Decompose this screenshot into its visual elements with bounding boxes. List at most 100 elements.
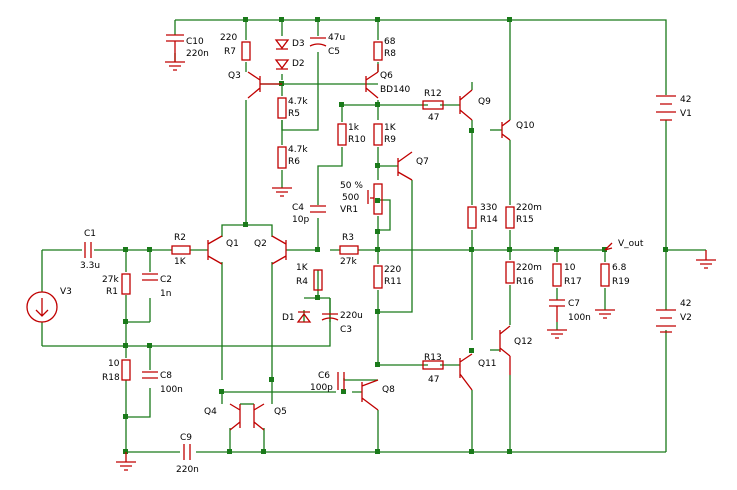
- r17-resistor: [552, 263, 562, 287]
- label-q10-ref: Q10: [516, 121, 535, 131]
- label-r19-val: 6.8: [612, 263, 627, 273]
- label-r18-val: 10: [108, 359, 120, 369]
- label-r5-ref: R5: [288, 109, 300, 119]
- label-q1-ref: Q1: [226, 239, 239, 249]
- r18-resistor: [121, 359, 131, 381]
- r8-resistor: [373, 41, 383, 61]
- label-c4-val: 10p: [292, 215, 309, 225]
- label-r12-val: 47: [428, 113, 439, 123]
- label-r9-ref: R9: [384, 135, 396, 145]
- r14-resistor: [467, 206, 477, 229]
- label-r16-ref: R16: [516, 277, 534, 287]
- label-r3-ref: R3: [342, 233, 354, 243]
- r12-resistor: [422, 100, 444, 110]
- c10-capacitor: [165, 34, 185, 71]
- ground-r19: [595, 309, 615, 319]
- label-r19-ref: R19: [612, 277, 630, 287]
- q2-transistor: [271, 235, 287, 265]
- r2-resistor: [171, 245, 191, 255]
- r11-resistor: [373, 265, 383, 289]
- c8-capacitor: [142, 371, 158, 379]
- label-c3-ref: C3: [340, 325, 352, 335]
- label-vout: V_out: [618, 239, 644, 249]
- label-r13-ref: R13: [424, 353, 442, 363]
- ground-main: [696, 250, 716, 269]
- label-r8-val: 68: [384, 37, 396, 47]
- q6-transistor: [365, 64, 379, 99]
- q8-transistor: [361, 379, 379, 411]
- r15-resistor: [505, 206, 515, 229]
- c5-capacitor: [309, 37, 327, 47]
- label-r14-ref: R14: [480, 215, 498, 225]
- ground-input: [116, 452, 136, 471]
- label-c5-val: 47u: [328, 33, 345, 43]
- junctions: [123, 17, 668, 454]
- label-vr1-setting: 50 %: [340, 181, 363, 191]
- label-c6-ref: C6: [318, 371, 330, 381]
- vout-marker: [604, 242, 613, 251]
- label-q4-ref: Q4: [204, 407, 217, 417]
- label-q8-ref: Q8: [382, 385, 395, 395]
- v1-source: [656, 95, 676, 121]
- q3-transistor: [247, 71, 282, 99]
- r6-resistor: [277, 146, 287, 169]
- label-r10-ref: R10: [348, 135, 366, 145]
- label-r3-val: 27k: [340, 257, 357, 267]
- label-r8-ref: R8: [384, 49, 396, 59]
- c4-capacitor: [310, 205, 326, 213]
- label-d1-ref: D1: [282, 313, 295, 323]
- d2-diode: [274, 59, 290, 70]
- label-r1-val: 27k: [102, 275, 119, 285]
- c6-capacitor: [337, 372, 345, 390]
- label-c9-ref: C9: [180, 433, 192, 443]
- r9-resistor: [373, 123, 383, 146]
- label-c7-val: 100n: [568, 313, 591, 323]
- q11-transistor: [459, 353, 473, 391]
- v3-source: [26, 291, 58, 323]
- label-c9-val: 220n: [176, 465, 199, 475]
- label-r5-val: 4.7k: [288, 97, 308, 107]
- label-r18-ref: R18: [102, 373, 120, 383]
- c2-capacitor: [142, 273, 158, 281]
- q12-transistor: [499, 325, 511, 375]
- label-q9-ref: Q9: [478, 97, 491, 107]
- label-r11-val: 220: [384, 265, 401, 275]
- label-c1-val: 3.3u: [80, 261, 100, 271]
- d1-diode: [296, 311, 312, 323]
- vr1-potentiometer: [367, 183, 383, 215]
- r10-resistor: [337, 123, 347, 146]
- label-r6-ref: R6: [288, 157, 300, 167]
- label-c2-ref: C2: [160, 275, 172, 285]
- label-v3-ref: V3: [60, 287, 72, 297]
- q1-transistor: [207, 235, 223, 265]
- label-c1-ref: C1: [84, 229, 96, 239]
- label-r17-val: 10: [564, 263, 576, 273]
- q10-transistor: [501, 119, 511, 141]
- c3-capacitor: [321, 313, 339, 321]
- label-r9-val: 1K: [384, 123, 397, 133]
- label-c8-val: 100n: [160, 385, 183, 395]
- r19-resistor: [600, 263, 610, 287]
- label-r15-val: 220m: [516, 203, 542, 213]
- label-r10-val: 1k: [348, 123, 360, 133]
- label-q7-ref: Q7: [416, 157, 429, 167]
- label-r7-val: 220: [220, 33, 237, 43]
- label-q6-ref: Q6: [380, 71, 393, 81]
- c1-capacitor: [84, 242, 92, 258]
- label-q11-ref: Q11: [478, 359, 497, 369]
- d3-diode: [274, 39, 290, 50]
- r7-resistor: [241, 41, 251, 61]
- r13-resistor: [422, 360, 444, 370]
- label-r16-val: 220m: [516, 263, 542, 273]
- label-vr1-val: 500: [342, 193, 359, 203]
- label-r12-ref: R12: [424, 89, 442, 99]
- r5-resistor: [277, 97, 287, 119]
- label-c7-ref: C7: [568, 299, 580, 309]
- v2-source: [656, 309, 676, 333]
- label-r2-val: 1K: [174, 257, 187, 267]
- wire-top-rail: [175, 19, 667, 95]
- label-c3-val: 220u: [340, 311, 363, 321]
- label-r6-val: 4.7k: [288, 145, 308, 155]
